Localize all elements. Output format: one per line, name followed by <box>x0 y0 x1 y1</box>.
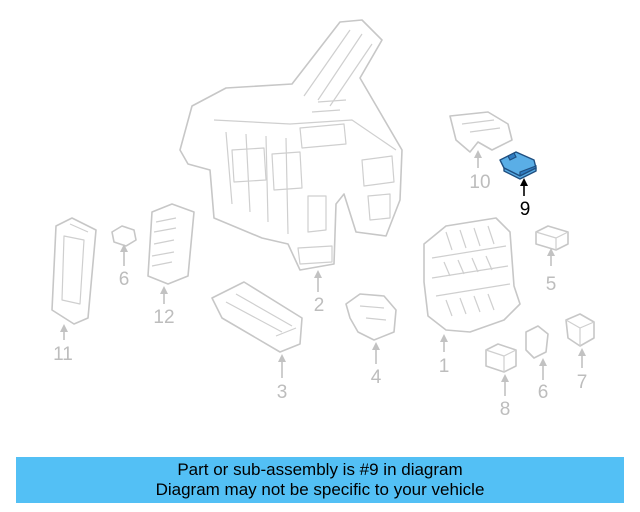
callout-5: 5 <box>546 274 557 295</box>
banner-line-2: Diagram may not be specific to your vehi… <box>155 480 485 499</box>
callout-6-left: 6 <box>119 269 130 290</box>
info-banner: Part or sub-assembly is #9 in diagram Di… <box>16 457 624 503</box>
callout-9: 9 <box>520 199 531 220</box>
callout-12: 12 <box>153 307 174 328</box>
part-3-tray <box>211 281 303 353</box>
callout-7: 7 <box>577 372 588 393</box>
part-7-connector <box>565 313 595 347</box>
part-1-fuse-box <box>423 217 521 333</box>
parts-diagram: 2 1 3 4 5 6 6 7 8 9 10 11 12 <box>51 19 595 420</box>
part-2-bracket <box>179 19 403 271</box>
part-11-housing <box>51 217 97 325</box>
callout-1: 1 <box>439 356 450 377</box>
banner-line-1: Part or sub-assembly is #9 in diagram <box>177 460 463 479</box>
part-6-left-clip <box>111 225 137 247</box>
callout-2: 2 <box>314 295 325 316</box>
callout-11: 11 <box>53 344 73 365</box>
part-5-relay <box>535 225 569 251</box>
callout-8: 8 <box>500 399 511 420</box>
callout-10: 10 <box>469 172 490 193</box>
leader-arrows <box>60 150 586 396</box>
part-4-bracket <box>345 293 397 341</box>
part-12-module <box>147 203 195 285</box>
part-9-highlighted <box>499 151 537 180</box>
callout-4: 4 <box>371 367 382 388</box>
callout-6-right: 6 <box>538 382 549 403</box>
part-10-clip <box>449 111 513 153</box>
part-8-block <box>485 343 517 373</box>
callout-3: 3 <box>277 382 288 403</box>
part-6-right-clip <box>525 325 549 359</box>
